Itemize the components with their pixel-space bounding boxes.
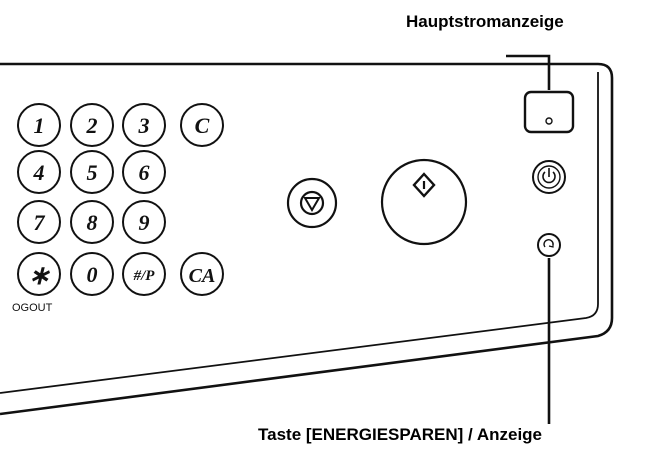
start-icon — [412, 172, 436, 198]
main-power-indicator — [523, 90, 575, 134]
key-2-label: 2 — [86, 113, 98, 138]
key-7-label: 7 — [34, 210, 46, 235]
key-c[interactable]: C — [180, 103, 224, 147]
key-7[interactable]: 7 — [17, 200, 61, 244]
start-button[interactable] — [380, 158, 468, 246]
key-hash-p-label: #/P — [133, 268, 156, 284]
panel-edge-outer — [0, 62, 614, 416]
logout-label: OGOUT — [12, 302, 53, 314]
stop-icon — [299, 190, 325, 216]
key-5[interactable]: 5 — [70, 150, 114, 194]
key-asterisk-label: ∗ — [28, 261, 50, 290]
energy-save-key-label: Taste [ENERGIESPAREN] / Anzeige — [258, 425, 543, 444]
key-3[interactable]: 3 — [122, 103, 166, 147]
key-9-label: 9 — [139, 210, 150, 235]
key-0-label: 0 — [87, 262, 98, 287]
key-c-label: C — [195, 113, 210, 138]
key-0[interactable]: 0 — [70, 252, 114, 296]
main-power-indicator-label: Hauptstromanzeige — [406, 12, 564, 31]
key-4-label: 4 — [33, 160, 45, 185]
key-8-label: 8 — [87, 210, 98, 235]
key-hash-p[interactable]: #/P — [122, 252, 166, 296]
key-1-label: 1 — [34, 113, 45, 138]
power-button[interactable] — [532, 160, 566, 194]
key-8[interactable]: 8 — [70, 200, 114, 244]
key-1[interactable]: 1 — [17, 103, 61, 147]
key-3-label: 3 — [138, 113, 150, 138]
key-6-label: 6 — [139, 160, 150, 185]
key-9[interactable]: 9 — [122, 200, 166, 244]
callout-line-top — [506, 54, 551, 90]
power-icon — [542, 168, 556, 184]
energy-save-icon — [543, 239, 554, 248]
stop-button[interactable] — [286, 177, 338, 229]
key-asterisk[interactable]: ∗ — [17, 252, 61, 296]
energy-save-button[interactable] — [537, 233, 561, 257]
indicator-lamp-icon — [545, 117, 553, 125]
key-4[interactable]: 4 — [17, 150, 61, 194]
key-5-label: 5 — [87, 160, 98, 185]
key-ca[interactable]: CA — [180, 252, 224, 296]
key-6[interactable]: 6 — [122, 150, 166, 194]
key-2[interactable]: 2 — [70, 103, 114, 147]
key-ca-label: CA — [189, 265, 216, 287]
panel-edge-inner — [0, 72, 599, 394]
